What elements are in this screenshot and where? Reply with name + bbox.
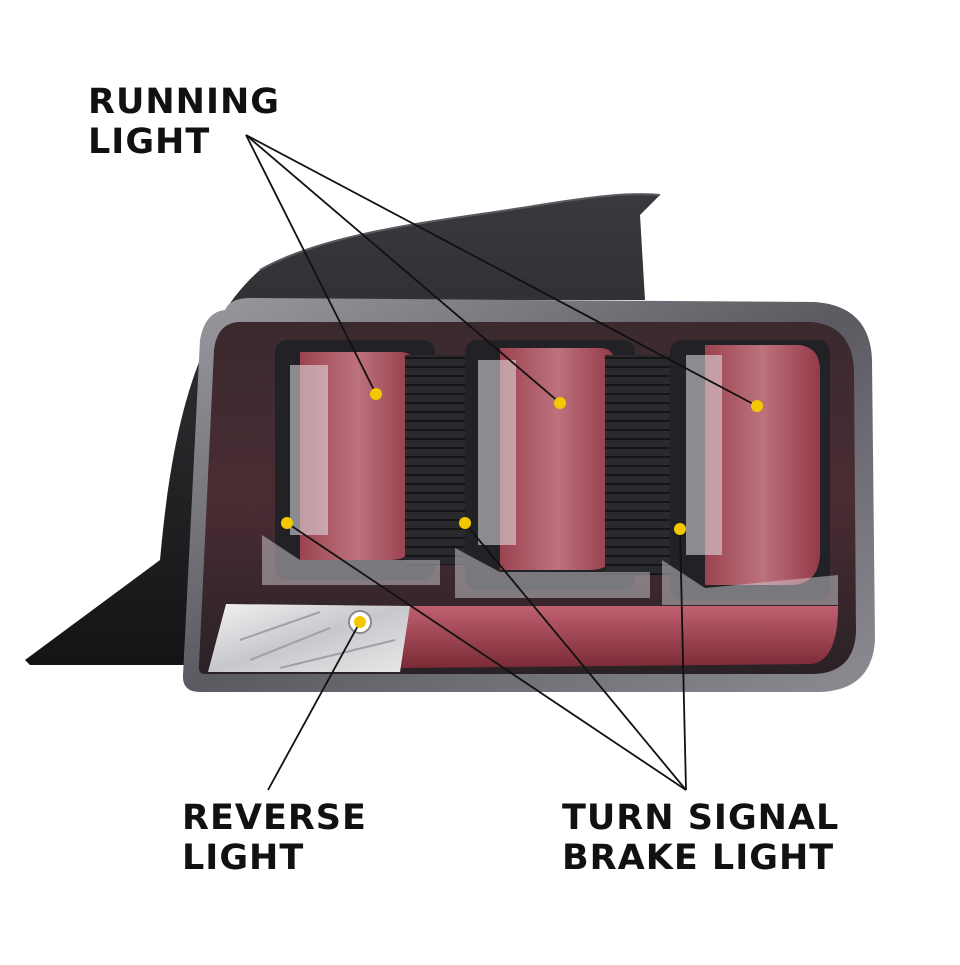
marker-reverse [354,616,366,628]
running-light-label-line2: LIGHT [88,122,211,162]
reverse-light-label: REVERSE LIGHT [182,798,367,878]
marker-running-1 [370,388,382,400]
light-module-1 [262,340,465,585]
light-module-2 [455,340,673,598]
marker-dots [281,388,763,628]
housing-top-edge [259,193,661,271]
light-module-3 [662,340,838,605]
reverse-light-label-line1: REVERSE [182,798,367,838]
lower-red-strip [400,606,838,668]
marker-running-2 [554,397,566,409]
marker-turn-2 [459,517,471,529]
marker-running-3 [751,400,763,412]
running-light-label-line1: RUNNING [88,82,280,122]
turn-signal-label-line1: TURN SIGNAL [562,798,840,838]
reverse-light-label-line2: LIGHT [182,838,305,878]
leader-lines [245,134,758,791]
running-light-label: RUNNING LIGHT [88,82,280,162]
marker-turn-3 [674,523,686,535]
marker-turn-1 [281,517,293,529]
turn-signal-label-line2: BRAKE LIGHT [562,838,835,878]
turn-signal-label: TURN SIGNAL BRAKE LIGHT [562,798,839,878]
housing-flange [25,194,660,665]
